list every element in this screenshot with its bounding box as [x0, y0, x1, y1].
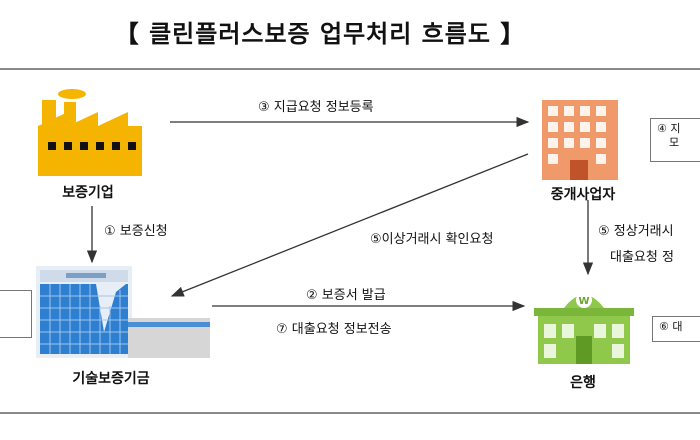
node-label-broker: 중개사업자 — [550, 187, 616, 203]
arrow-abnormal-check — [170, 153, 529, 297]
flow-label-loan-info-send: ⑦ 대출요청 정보전송 — [276, 322, 392, 337]
flow-label-guarantee-apply: ① 보증신청 — [104, 224, 168, 239]
page-title: 【 클린플러스보증 업무처리 흐름도 】 — [114, 20, 526, 48]
note-box-broker: ④ 지 모 — [650, 118, 700, 162]
flow-label-abnormal-check: ⑤이상거래시 확인요청 — [370, 232, 494, 247]
note-broker-line1: ④ 지 — [657, 122, 681, 135]
node-label-kibo: 기술보증기금 — [72, 371, 150, 387]
diagram-frame — [0, 68, 700, 414]
office-building-icon — [542, 100, 618, 180]
flow-label-guarantee-issue: ② 보증서 발급 — [306, 288, 386, 303]
kibo-building-icon — [36, 266, 210, 358]
flow-label-loan-request: 대출요청 정 — [610, 250, 674, 265]
bank-building-icon: W — [534, 292, 634, 364]
node-label-company: 보증기업 — [62, 185, 114, 201]
flow-label-normal-trade: ⑤ 정상거래시 — [598, 224, 674, 239]
svg-text:W: W — [578, 296, 589, 307]
flow-label-info-register: ③ 지급요청 정보등록 — [258, 100, 374, 115]
note-box-kibo-clipped — [0, 290, 32, 338]
factory-icon — [38, 89, 142, 176]
note-broker-line2: 모 — [669, 136, 680, 149]
node-label-bank: 은행 — [570, 375, 596, 391]
note-box-bank: ⑥ 대 — [652, 316, 700, 342]
